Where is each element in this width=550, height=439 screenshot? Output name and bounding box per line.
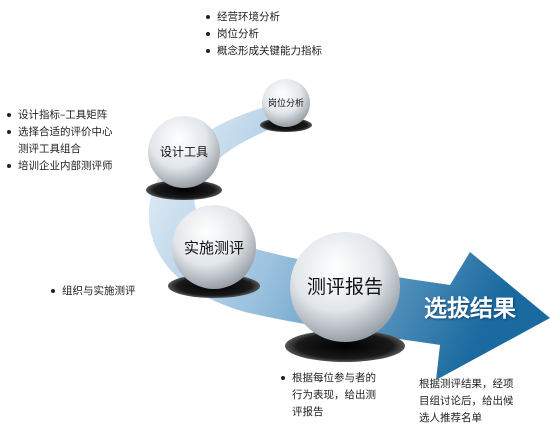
report-bullet-list: 根据每位参与者的 行为表现，给出测 评报告 <box>280 370 376 421</box>
list-item: 经营环境分析 <box>205 9 322 26</box>
stage-label-position-analysis: 岗位分析 <box>267 99 304 109</box>
stage-label-implement: 实施测评 <box>183 239 244 257</box>
stage-label-final-selection: 选拔结果 <box>424 296 516 322</box>
final-note: 根据测评结果，经项 目组讨论后，给出候 选人推荐名单 <box>419 376 514 427</box>
list-item-continuation: 评报告 <box>292 406 324 418</box>
stage-label-design-tools: 设计工具 <box>159 145 208 159</box>
list-item-continuation: 测评工具组合 <box>18 143 81 155</box>
sphere-position-analysis <box>262 79 310 127</box>
final-note-line: 选人推荐名单 <box>419 412 482 424</box>
sphere-shadow-report <box>285 330 405 362</box>
final-note-line: 目组讨论后，给出候 <box>419 395 514 407</box>
stage-label-report: 测评报告 <box>306 276 383 298</box>
sphere-report <box>290 232 400 342</box>
final-note-line: 根据测评结果，经项 <box>419 378 514 390</box>
list-item: 选择合适的评价中心 <box>6 124 113 141</box>
list-item: 设计指标–工具矩阵 <box>6 107 113 124</box>
sphere-design-tools <box>148 116 220 188</box>
list-item: 根据每位参与者的 <box>280 370 376 387</box>
list-item: 组织与实施测评 <box>50 283 136 300</box>
process-arrow <box>148 100 550 380</box>
implement-bullet-list: 组织与实施测评 <box>50 283 136 300</box>
list-item: 岗位分析 <box>205 26 322 43</box>
sphere-shadow-design <box>146 180 222 200</box>
list-item: 概念形成关键能力指标 <box>205 43 322 60</box>
sphere-implement <box>172 205 256 289</box>
left-bullet-list: 设计指标–工具矩阵 选择合适的评价中心 测评工具组合 培训企业内部测评师 <box>6 107 113 175</box>
list-item-continuation: 行为表现，给出测 <box>292 389 376 401</box>
list-item: 培训企业内部测评师 <box>6 158 113 175</box>
top-bullet-list: 经营环境分析 岗位分析 概念形成关键能力指标 <box>205 9 322 60</box>
